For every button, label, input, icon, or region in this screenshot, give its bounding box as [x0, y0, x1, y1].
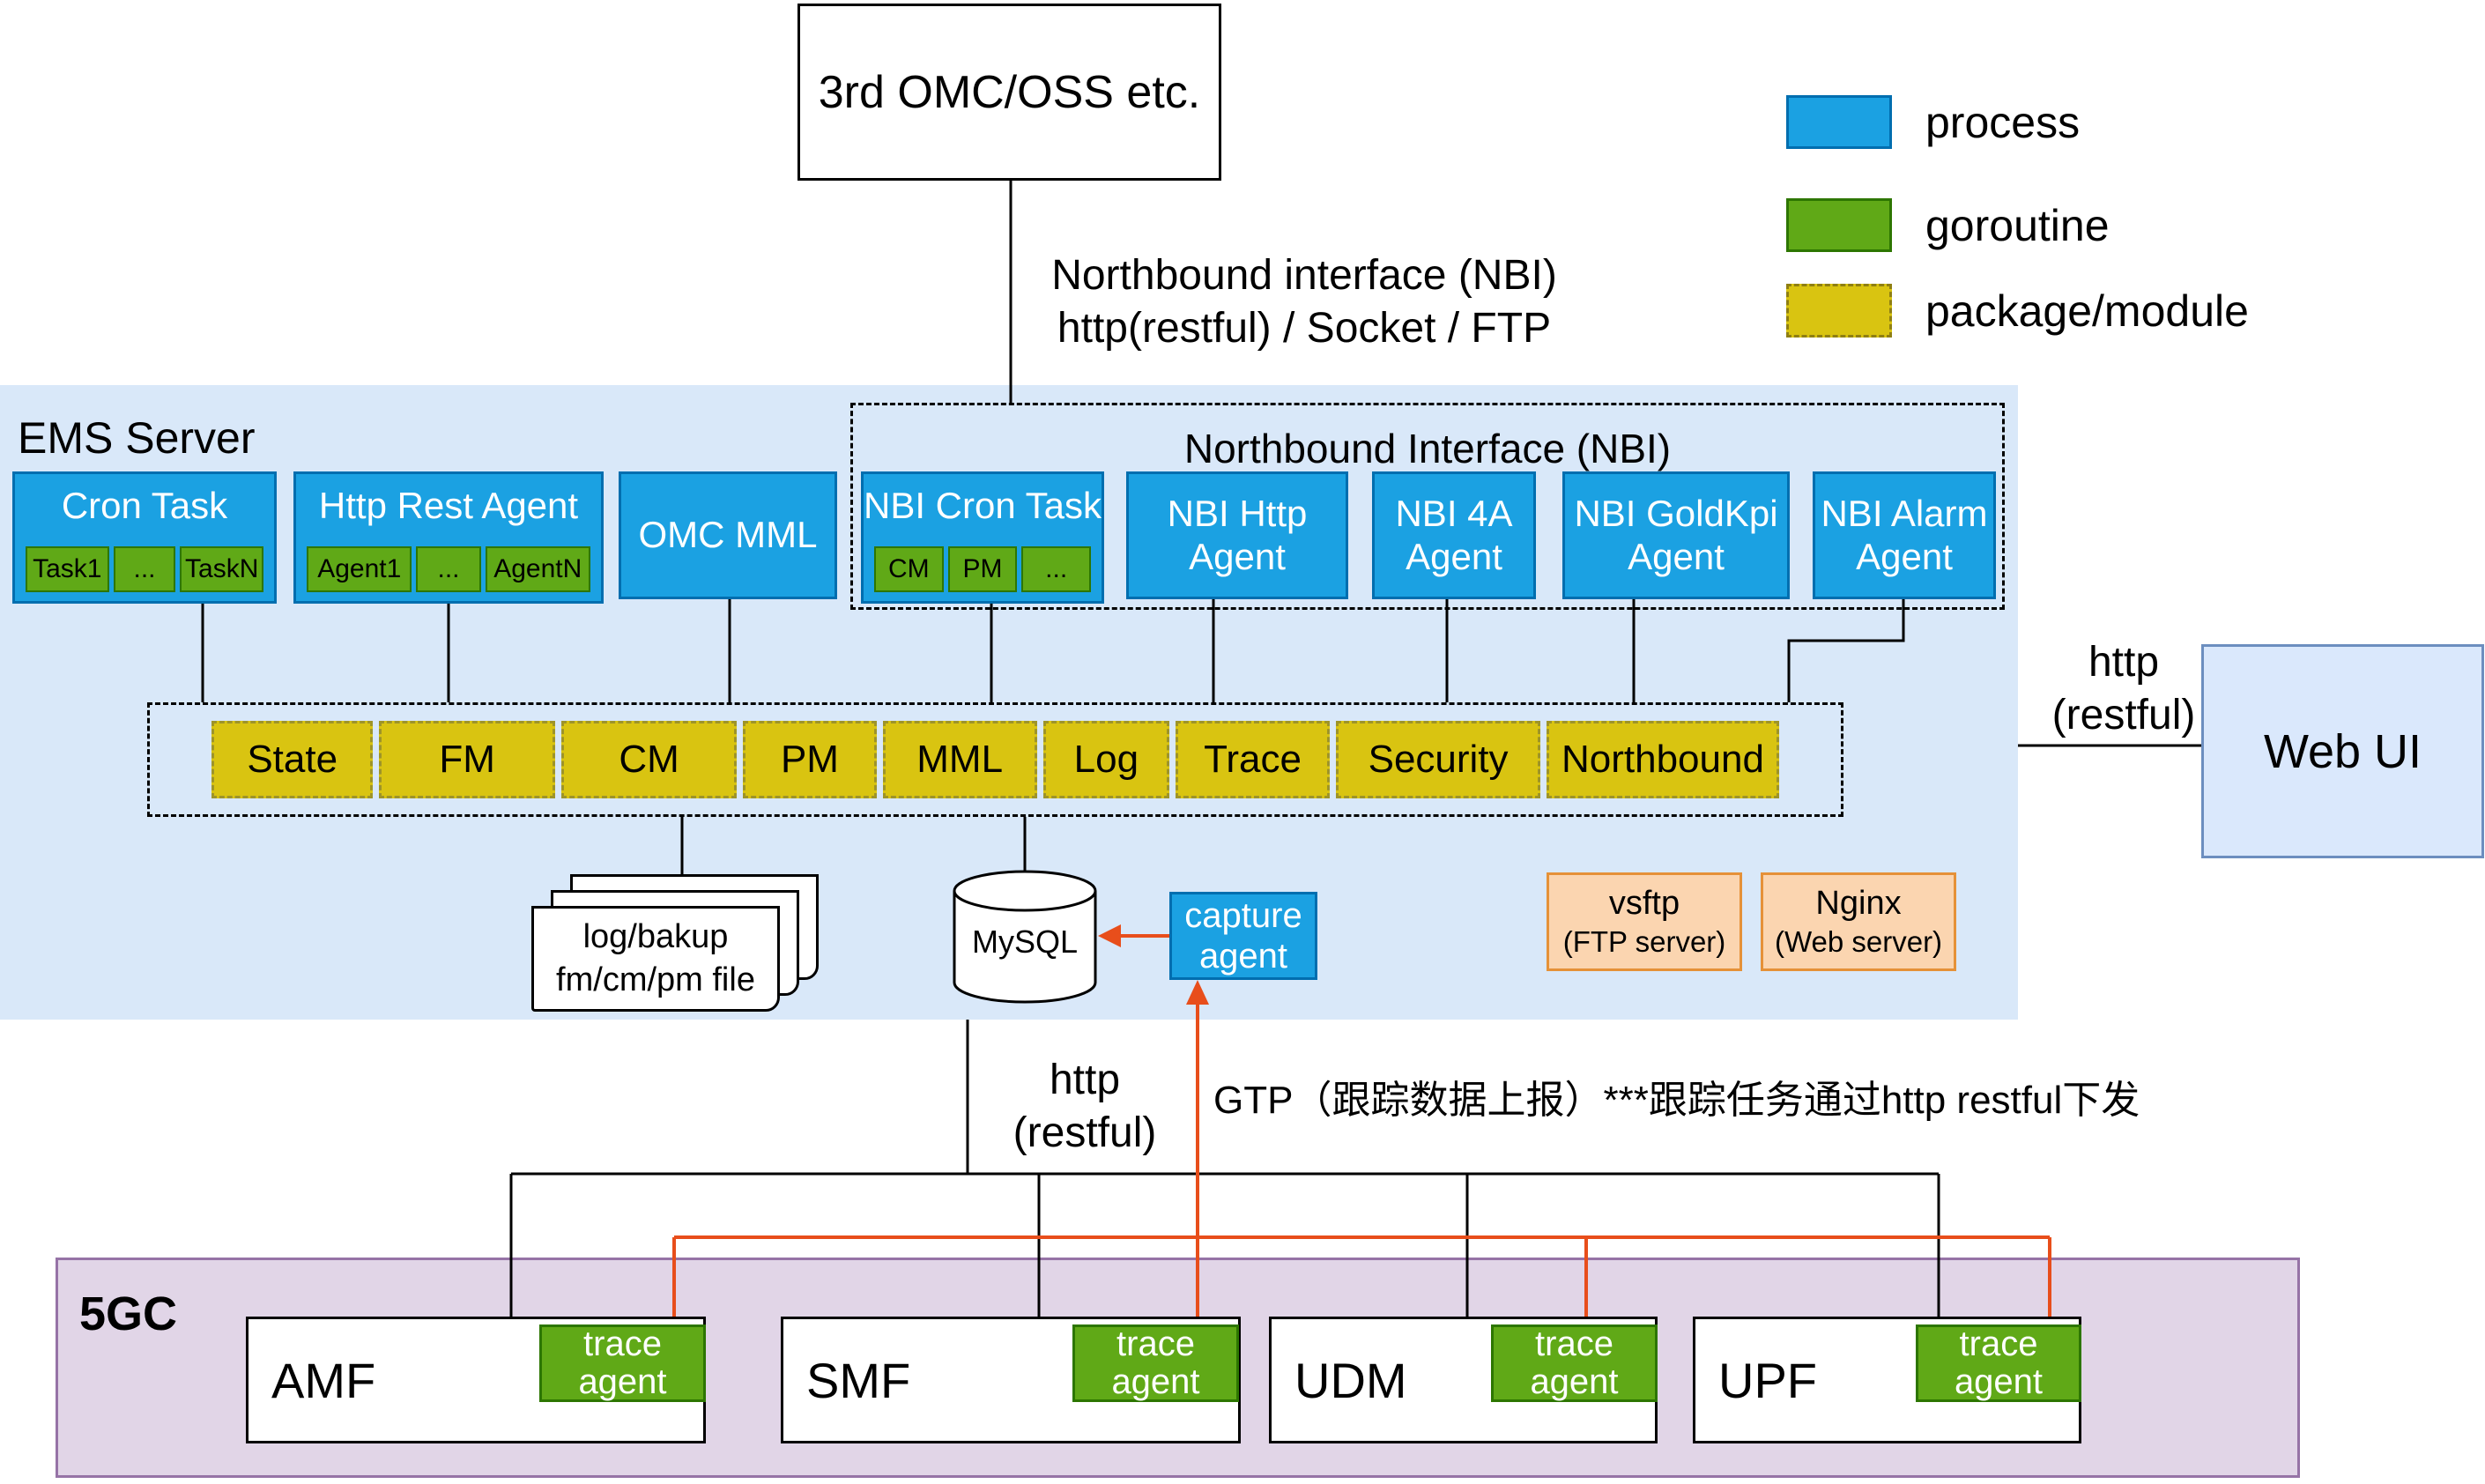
module-mml: MML	[882, 721, 1037, 798]
nbi-cron-task-title: NBI Cron Task	[864, 485, 1102, 526]
nbi-link-label-line1: Northbound interface (NBI)	[1051, 252, 1557, 299]
file-page-front: log/bakup fm/cm/pm file	[531, 906, 780, 1012]
cron-task-sub-task1: Task1	[26, 546, 109, 592]
webui-http-label: http (restful)	[2027, 636, 2221, 742]
arrowhead-to-mysql	[1098, 924, 1121, 947]
udm-label: UDM	[1294, 1352, 1407, 1408]
mysql-database-shape	[953, 870, 1097, 1004]
nbi-http-agent-label: NBI Http Agent	[1167, 493, 1308, 577]
nbi-cron-task-subtasks: CM PM ...	[874, 546, 1092, 592]
nbi-goldkpi-agent-box: NBI GoldKpi Agent	[1562, 471, 1790, 599]
legend-goroutine-label: goroutine	[1925, 200, 2110, 250]
nbi-4a-agent-box: NBI 4A Agent	[1372, 471, 1536, 599]
module-trace: Trace	[1175, 721, 1331, 798]
omc-mml-label: OMC MML	[638, 514, 818, 556]
cron-task-subtasks: Task1 ... TaskN	[26, 546, 263, 592]
upf-label: UPF	[1718, 1352, 1817, 1408]
external-omc-oss-label: 3rd OMC/OSS etc.	[818, 66, 1201, 118]
nbi-cron-task-sub-pm: PM	[947, 546, 1018, 592]
mysql-database: MySQL	[952, 869, 1098, 1003]
module-northbound: Northbound	[1546, 721, 1779, 798]
nbi-goldkpi-agent-label: NBI GoldKpi Agent	[1574, 493, 1778, 577]
vsftp-sublabel: (FTP server)	[1562, 925, 1726, 958]
nbi-link-label-line2: http(restful) / Socket / FTP	[1057, 305, 1552, 352]
mysql-cylinder-body	[953, 891, 1097, 1004]
nginx-server-box: Nginx (Web server)	[1761, 872, 1956, 971]
web-ui-box: Web UI	[2201, 644, 2484, 858]
legend-package-label: package/module	[1925, 286, 2249, 336]
vsftp-label: vsftp	[1608, 885, 1680, 923]
link-nbialarm-to-modules	[1787, 598, 1905, 702]
gtp-label: GTP（跟踪数据上报）***跟踪任务通过http restful下发	[1213, 1079, 2140, 1122]
cron-task-sub-ellipsis: ...	[113, 546, 176, 592]
arrowhead-to-capture-agent	[1186, 980, 1209, 1005]
http-rest-agent-subagents: Agent1 ... AgentN	[307, 546, 590, 592]
cron-task-sub-taskn: TaskN	[180, 546, 263, 592]
vsftp-server-box: vsftp (FTP server)	[1547, 872, 1742, 971]
nbi-cron-task-sub-cm: CM	[874, 546, 944, 592]
capture-agent-label: capture agent	[1184, 896, 1302, 976]
capture-agent-box: capture agent	[1169, 892, 1317, 980]
module-state: State	[211, 721, 374, 798]
amf-trace-agent: trace agent	[539, 1324, 706, 1402]
nbi-alarm-agent-box: NBI Alarm Agent	[1813, 471, 1996, 599]
cron-task-title: Cron Task	[61, 485, 228, 526]
omc-mml-box: OMC MML	[619, 471, 837, 599]
modules-box: State FM CM PM MML Log Trace Security No…	[147, 702, 1843, 817]
nginx-sublabel: (Web server)	[1774, 925, 1943, 958]
nbi-http-agent-box: NBI Http Agent	[1126, 471, 1348, 599]
nbi-cron-task-sub-ellipsis: ...	[1021, 546, 1092, 592]
smf-label: SMF	[806, 1352, 911, 1408]
cron-task-box: Cron Task Task1 ... TaskN	[12, 471, 277, 604]
upf-trace-agent-label: trace agent	[1954, 1324, 2044, 1401]
black-connectors	[201, 181, 2201, 1317]
http-rest-agent-sub-agentn: AgentN	[485, 546, 590, 592]
amf-trace-agent-label: trace agent	[578, 1324, 667, 1401]
module-log: Log	[1042, 721, 1169, 798]
http-rest-agent-sub-ellipsis: ...	[416, 546, 481, 592]
file-label-line1: log/bakup	[582, 918, 729, 955]
module-fm: FM	[379, 721, 555, 798]
nginx-label: Nginx	[1815, 885, 1902, 923]
module-security: Security	[1336, 721, 1540, 798]
nbi-cron-task-box: NBI Cron Task CM PM ...	[861, 471, 1104, 604]
http-rest-agent-sub-agent1: Agent1	[307, 546, 412, 592]
amf-label: AMF	[271, 1352, 376, 1408]
module-cm: CM	[560, 721, 738, 798]
web-ui-label: Web UI	[2263, 724, 2422, 778]
upf-trace-agent: trace agent	[1916, 1324, 2081, 1402]
nbi-alarm-agent-label: NBI Alarm Agent	[1821, 493, 1988, 577]
udm-trace-agent-label: trace agent	[1530, 1324, 1619, 1401]
nbi-group-box: Northbound Interface (NBI)	[850, 403, 2005, 610]
file-stack: log/bakup fm/cm/pm file	[531, 874, 822, 1015]
legend-package-swatch	[1786, 284, 1892, 338]
webui-http-label-line2: (restful)	[2051, 692, 2196, 738]
mysql-label: MySQL	[971, 924, 1079, 960]
orange-arrowheads	[1098, 924, 1209, 1005]
file-label-line2: fm/cm/pm file	[556, 961, 755, 999]
http-rest-agent-box: Http Rest Agent Agent1 ... AgentN	[293, 471, 604, 604]
nbi-4a-agent-label: NBI 4A Agent	[1395, 493, 1513, 577]
legend-goroutine-swatch	[1786, 198, 1892, 252]
smf-trace-agent: trace agent	[1072, 1324, 1239, 1402]
nbi-link-label: Northbound interface (NBI) http(restful)…	[969, 249, 1639, 355]
south-http-label: http (restful)	[997, 1054, 1173, 1160]
smf-trace-agent-label: trace agent	[1111, 1324, 1200, 1401]
nbi-group-title: Northbound Interface (NBI)	[1183, 426, 1672, 471]
5gc-title: 5GC	[79, 1287, 178, 1340]
module-pm: PM	[743, 721, 877, 798]
ems-server-title: EMS Server	[18, 413, 256, 463]
legend-process-swatch	[1786, 95, 1892, 149]
south-http-label-line2: (restful)	[1013, 1109, 1157, 1156]
south-http-label-line1: http	[1049, 1057, 1121, 1103]
webui-http-label-line1: http	[2088, 639, 2160, 686]
udm-trace-agent: trace agent	[1491, 1324, 1658, 1402]
mysql-cylinder-top	[953, 870, 1097, 912]
legend-process-label: process	[1925, 97, 2081, 147]
external-omc-oss-box: 3rd OMC/OSS etc.	[797, 4, 1221, 181]
orange-trace-connectors	[672, 934, 2051, 1324]
http-rest-agent-title: Http Rest Agent	[318, 485, 579, 526]
